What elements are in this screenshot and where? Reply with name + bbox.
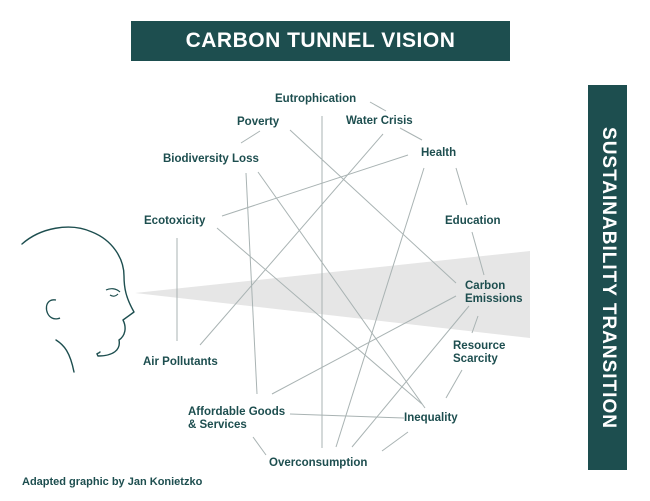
head-profile-icon	[21, 226, 135, 373]
node-biodiversity-loss: Biodiversity Loss	[163, 153, 259, 165]
node-carbon-emissions: Carbon Emissions	[465, 280, 523, 306]
node-poverty: Poverty	[237, 116, 280, 128]
node-affordable-goods: Affordable Goods & Services	[188, 406, 285, 432]
vision-beam	[135, 251, 530, 338]
carbon-emissions-line-2: Emissions	[465, 293, 523, 305]
node-inequality: Inequality	[404, 412, 458, 424]
ear-icon	[45, 299, 61, 320]
node-overconsumption: Overconsumption	[269, 457, 368, 469]
resource-scarcity-line-1: Resource	[453, 340, 506, 352]
node-resource-scarcity: Resource Scarcity	[453, 340, 505, 366]
credit-text: Adapted graphic by Jan Konietzko	[22, 476, 203, 488]
node-health: Health	[421, 147, 457, 159]
resource-scarcity-line-2: Scarcity	[453, 353, 498, 365]
carbon-emissions-line-1: Carbon	[465, 280, 506, 292]
affordable-goods-line-2: & Services	[188, 419, 247, 431]
page-title: CARBON TUNNEL VISION	[185, 29, 456, 52]
node-education: Education	[445, 215, 501, 227]
eye-icon	[105, 288, 121, 297]
node-eutrophication: Eutrophication	[275, 93, 357, 105]
side-banner: SUSTAINABILITY TRANSITION	[588, 85, 627, 470]
interconnections	[176, 116, 470, 448]
node-air-pollutants: Air Pollutants	[143, 356, 218, 368]
node-water-crisis: Water Crisis	[346, 115, 413, 127]
affordable-goods-line-1: Affordable Goods	[188, 406, 286, 418]
node-ecotoxicity: Ecotoxicity	[144, 215, 206, 227]
ring-connectors	[240, 101, 485, 456]
title-banner: CARBON TUNNEL VISION	[131, 21, 510, 61]
